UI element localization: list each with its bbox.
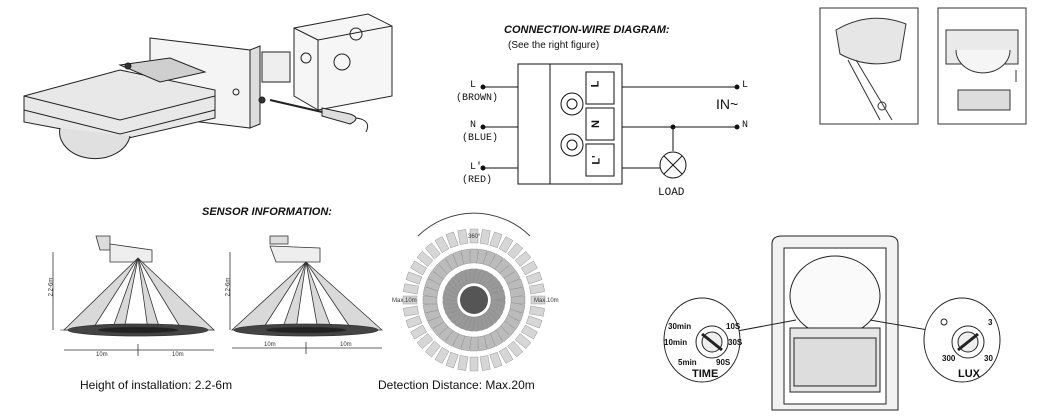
input-label: IN~	[716, 96, 739, 112]
left-pin-n: N	[470, 120, 477, 131]
radial-center	[460, 286, 488, 314]
radial-zone	[445, 231, 459, 249]
radial-zone	[410, 260, 427, 276]
radial-zone	[425, 340, 441, 358]
radial-zone	[445, 351, 459, 369]
radial-zone	[507, 242, 523, 260]
radial-zone	[402, 295, 418, 305]
max-right-label: Max.10m	[534, 298, 559, 304]
load-label: LOAD	[658, 187, 685, 199]
radial-detection-pattern	[402, 212, 546, 372]
connection-title: CONNECTION-WIRE DIAGRAM:	[504, 24, 670, 36]
radial-zone	[405, 315, 423, 329]
radial-zone	[529, 305, 545, 317]
span-left-1: 10m	[96, 352, 108, 358]
height-scale-2: 2.2-6m	[225, 277, 232, 297]
lux-mark-30: 30	[984, 354, 993, 363]
radial-zone	[479, 355, 491, 371]
time-mark-10min: 10min	[664, 338, 688, 347]
radial-zone	[434, 236, 450, 253]
right-pin-n: N	[742, 120, 749, 131]
radial-zone	[457, 229, 469, 245]
time-mark-90s: 90S	[716, 358, 731, 367]
mounting-illustration	[23, 13, 393, 160]
radial-zone	[521, 324, 538, 340]
left-wire-red: (RED)	[462, 175, 493, 186]
time-mark-30min: 30min	[668, 322, 692, 331]
span-right-2: 10m	[340, 342, 352, 348]
time-dial-label: TIME	[692, 368, 719, 380]
terminal-n: N	[589, 120, 602, 128]
radial-zone	[434, 347, 450, 364]
lux-mark-300: 300	[942, 354, 956, 363]
distance-caption: Detection Distance: Max.20m	[378, 378, 535, 392]
lux-dial-label: LUX	[958, 368, 980, 380]
radial-zone	[403, 283, 419, 295]
time-mark-5min: 5min	[678, 358, 697, 367]
height-scale-1: 2.2-6m	[48, 277, 55, 297]
radial-zone	[403, 305, 419, 317]
degree-arc	[417, 212, 531, 237]
radial-zone	[489, 290, 506, 302]
time-mark-10s: 10S	[726, 322, 741, 331]
radial-zone	[457, 355, 469, 371]
radial-zone	[509, 286, 526, 298]
radial-zone	[529, 283, 545, 295]
radial-zone	[525, 315, 543, 329]
span-left-2: 10m	[264, 342, 276, 348]
device-front	[731, 235, 929, 411]
radial-zone	[507, 340, 523, 358]
max-left-label: Max.10m	[392, 298, 417, 304]
radial-zone	[416, 251, 434, 267]
lux-mark-3: 3	[988, 318, 993, 327]
span-right-1: 10m	[172, 352, 184, 358]
install-photos	[819, 7, 1027, 125]
lux-dial-graphic	[923, 297, 1001, 383]
radial-zone	[405, 271, 423, 285]
radial-zone	[469, 228, 479, 244]
terminal-l: L	[589, 80, 602, 88]
time-mark-30s: 30S	[728, 338, 743, 347]
radial-zone	[416, 333, 434, 349]
radial-zone	[498, 347, 514, 364]
radial-zone	[469, 356, 479, 372]
left-pin-l: L	[470, 80, 477, 91]
terminal-lprime: L'	[590, 155, 603, 165]
left-pin-lprime: L'	[470, 162, 483, 173]
time-dial-graphic	[663, 297, 741, 383]
detection-cones	[52, 235, 384, 356]
connection-subtitle: (See the right figure)	[508, 40, 600, 51]
radial-zone	[514, 251, 532, 267]
radial-zone	[530, 295, 546, 305]
left-wire-brown: (BROWN)	[456, 93, 499, 104]
sensor-title: SENSOR INFORMATION:	[202, 206, 332, 218]
height-caption: Height of installation: 2.2-6m	[80, 378, 233, 392]
radial-zone	[525, 271, 543, 285]
degrees-label: 360°	[468, 234, 481, 240]
radial-zone	[489, 231, 503, 249]
radial-zone	[498, 236, 514, 253]
radial-zone	[479, 229, 491, 245]
radial-zone	[521, 260, 538, 276]
right-pin-l: L	[742, 80, 749, 91]
radial-zone	[425, 242, 441, 260]
radial-zone	[489, 351, 503, 369]
radial-zone	[410, 324, 427, 340]
wiring-diagram	[480, 63, 740, 185]
radial-zone	[514, 333, 532, 349]
left-wire-blue: (BLUE)	[462, 133, 499, 144]
